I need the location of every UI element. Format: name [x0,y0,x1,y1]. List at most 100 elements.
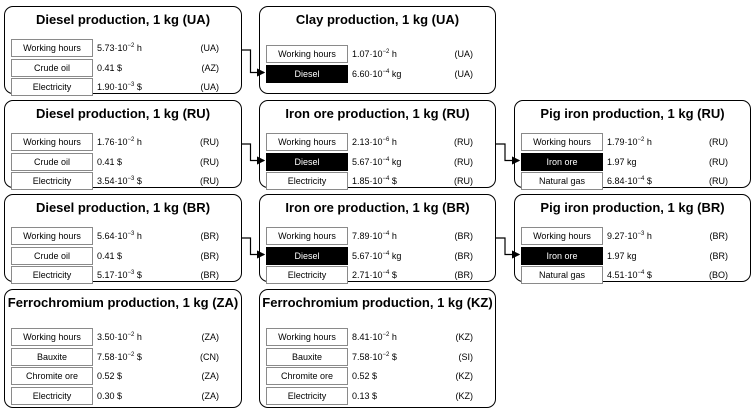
input-amount: 1.90·10−3 $ [97,78,142,96]
amount-unit: kg [389,156,402,167]
input-amount: 8.41·10−2 h [352,328,397,346]
amount-unit: h [389,137,397,147]
input-amount: 0.30 $ [97,387,122,405]
amount-unit: h [644,231,652,241]
card-title: Diesel production, 1 kg (BR) [35,200,211,215]
amount-mantissa: 6.60·10 [352,68,383,79]
input-region: (BR) [200,270,220,280]
amount-unit: $ [134,82,142,92]
input-label: Diesel [266,246,348,265]
input-label: Working hours [11,227,93,245]
amount-mantissa: 0.41 [97,250,115,261]
input-label: Electricity [11,386,93,405]
input-label: Working hours [266,133,348,151]
amount-unit: $ [114,250,123,261]
input-label: Electricity [11,172,93,190]
amount-mantissa: 6.84·10 [607,176,638,186]
input-region: (UA) [454,49,474,59]
amount-unit: $ [114,62,123,73]
arrow-diesel-ru-to-ironore-ru [242,143,266,165]
card-ferro-za: Ferrochromium production, 1 kg (ZA)Worki… [4,289,242,408]
input-region: (UA) [200,43,220,53]
input-label: Working hours [266,45,348,63]
amount-exponent: −2 [382,332,390,338]
input-label: Working hours [11,39,93,57]
input-amount: 1.85·10−4 $ [352,172,397,190]
input-amount: 3.54·10−3 $ [97,172,142,190]
amount-mantissa: 1.90·10 [97,82,128,92]
amount-exponent: −4 [382,231,390,237]
amount-unit: h [134,43,142,53]
amount-mantissa: 1.97 [607,156,625,167]
amount-exponent: −2 [127,137,135,143]
arrow-ironore-ru-to-pigiron-ru [496,143,521,165]
amount-mantissa: 8.41·10 [352,332,383,342]
amount-unit: h [389,231,397,241]
amount-unit: $ [134,351,142,362]
amount-exponent: −2 [382,351,390,358]
amount-mantissa: 4.51·10 [607,270,638,280]
input-label: Natural gas [521,266,603,284]
input-label: Chromite ore [266,367,348,385]
input-label: Electricity [11,266,93,284]
input-region: (RU) [709,156,728,167]
input-region: (ZA) [201,390,220,401]
input-label: Crude oil [11,58,93,77]
input-amount: 1.97 kg [607,247,637,265]
amount-unit: $ [369,371,378,381]
amount-mantissa: 5.73·10 [97,43,128,53]
amount-unit: kg [389,250,402,261]
input-region: (BR) [454,270,474,280]
input-label: Working hours [521,227,603,245]
input-label: Electricity [266,172,348,190]
input-amount: 1.07·10−2 h [352,45,397,63]
card-title: Diesel production, 1 kg (UA) [35,12,211,27]
amount-unit: $ [369,390,378,401]
card-diesel-ua: Diesel production, 1 kg (UA) Working hour… [4,6,242,96]
input-label: Electricity [11,78,93,96]
amount-mantissa: 9.27·10 [607,231,638,241]
input-region: (RU) [709,137,728,147]
input-amount: 5.67·10−4 kg [352,153,401,171]
input-region: (RU) [454,137,473,147]
input-amount: 5.17·10−3 $ [97,266,142,284]
amount-mantissa: 1.97 [607,250,625,261]
input-amount: 2.71·10−4 $ [352,266,397,284]
input-region: (SI) [458,351,474,362]
amount-unit: $ [644,176,652,186]
amount-mantissa: 2.71·10 [352,270,383,280]
input-amount: 1.97 kg [607,153,637,171]
amount-mantissa: 3.54·10 [97,176,128,186]
amount-unit: $ [389,176,397,186]
input-region: (UA) [454,68,474,79]
amount-unit: h [134,137,142,147]
amount-exponent: −4 [637,270,645,276]
input-amount: 6.84·10−4 $ [607,172,652,190]
input-region: (RU) [200,137,219,147]
input-region: (RU) [454,156,473,167]
card-pigiron-br: Pig iron production, 1 kg (BR)Working ho… [514,194,751,284]
input-label: Chromite ore [11,367,93,385]
input-label: Electricity [266,266,348,284]
amount-unit: h [389,332,397,342]
card-title: Iron ore production, 1 kg (RU) [285,106,470,121]
